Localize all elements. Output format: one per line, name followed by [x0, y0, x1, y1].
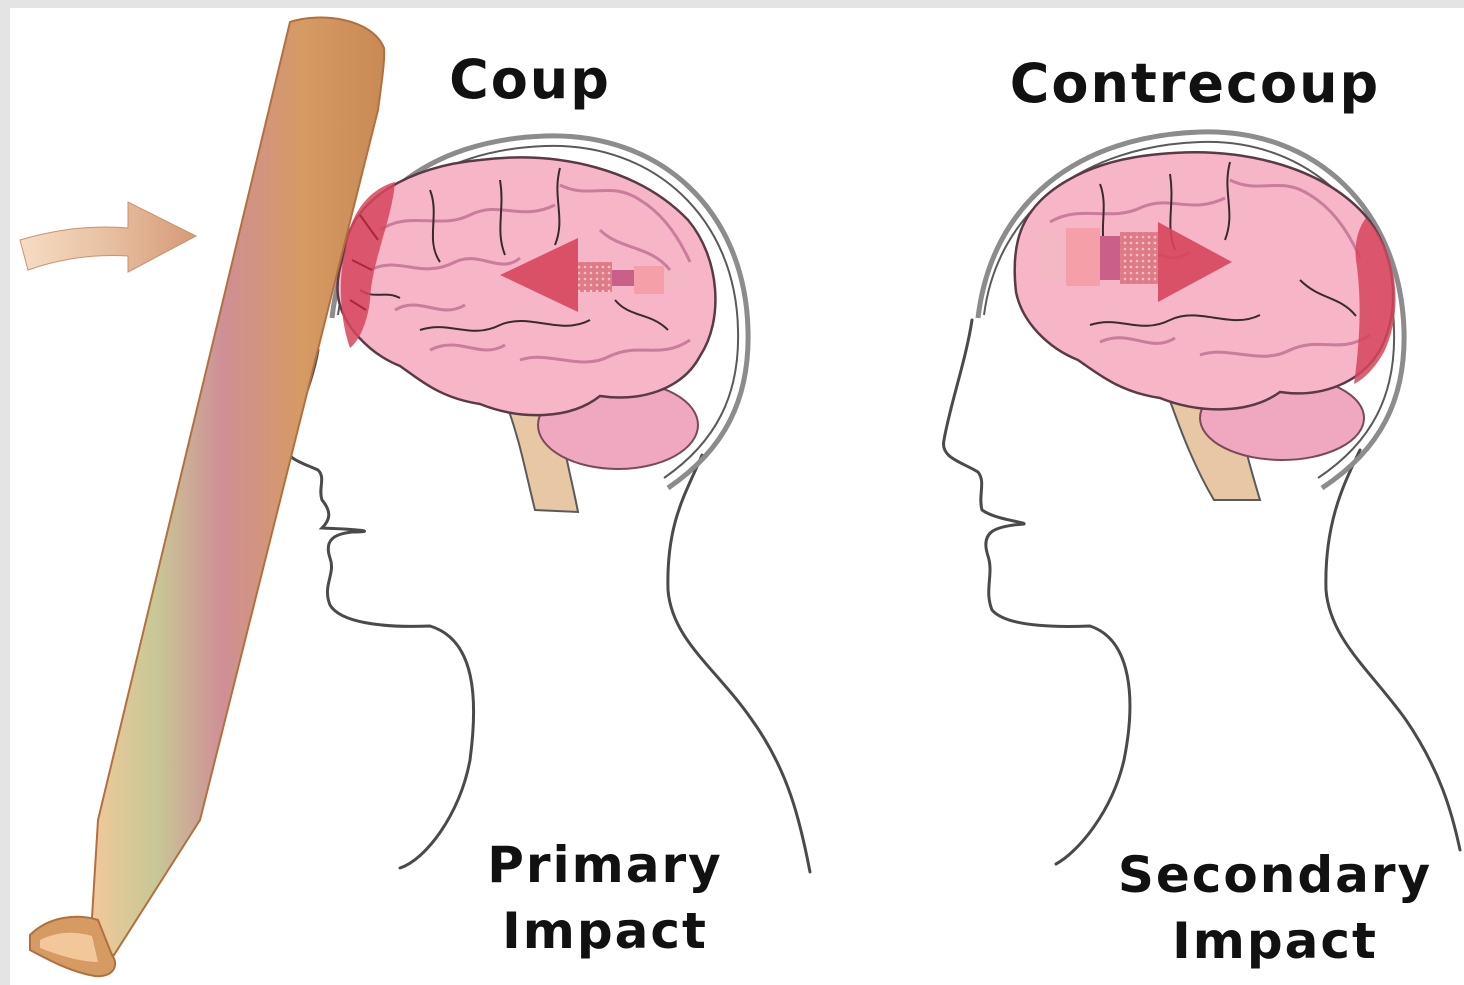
contrecoup-caption: Secondary Impact — [1100, 842, 1450, 974]
frame-left — [0, 0, 10, 985]
contrecoup-caption-line1: Secondary — [1100, 842, 1450, 908]
contrecoup-caption-line2: Impact — [1100, 908, 1450, 974]
contrecoup-title: Contrecoup — [990, 52, 1400, 115]
coup-caption: Primary Impact — [470, 832, 740, 964]
coup-caption-line2: Impact — [470, 898, 740, 964]
frame-top — [0, 0, 1464, 8]
coup-caption-line1: Primary — [470, 832, 740, 898]
coup-title: Coup — [430, 48, 630, 111]
